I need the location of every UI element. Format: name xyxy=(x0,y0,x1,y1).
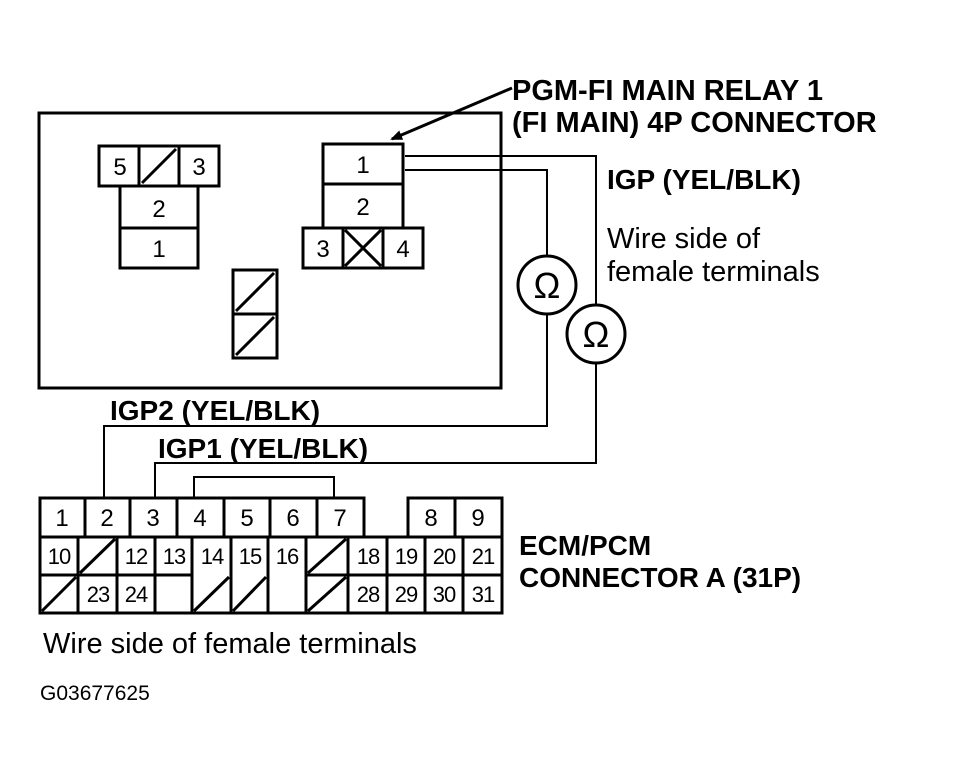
ecm-pin: 2 xyxy=(100,505,113,532)
relay-wire-side-line2: female terminals xyxy=(607,256,820,288)
ecm-pins-row3: 23 24 28 29 30 31 xyxy=(87,582,496,607)
ecm-pin: 13 xyxy=(163,544,186,569)
callout-arrow xyxy=(390,86,513,141)
ecm-pin: 21 xyxy=(472,544,495,569)
ecm-label-line2: CONNECTOR A (31P) xyxy=(519,562,801,593)
figure-code: G03677625 xyxy=(40,682,150,705)
left-connector-pin-1: 1 xyxy=(152,236,165,263)
relay-callout-line2: (FI MAIN) 4P CONNECTOR xyxy=(512,107,877,139)
igp1-label: IGP1 (YEL/BLK) xyxy=(158,433,368,464)
empty-connector xyxy=(231,268,279,360)
left-connector-pin-5: 5 xyxy=(113,154,126,181)
relay-box-outline xyxy=(37,111,503,390)
wires xyxy=(103,155,597,498)
igp-label: IGP (YEL/BLK) xyxy=(607,164,801,195)
ecm-pin: 4 xyxy=(193,505,206,532)
ecm-pins-row1: 1 2 3 4 5 6 7 8 9 xyxy=(55,505,484,532)
ecm-pin: 20 xyxy=(433,544,456,569)
ecm-pin: 15 xyxy=(239,544,262,569)
ecm-pin: 10 xyxy=(48,544,71,569)
left-connector-pin-2: 2 xyxy=(152,196,165,223)
ecm-connector-outline xyxy=(38,496,504,615)
ecm-label-line1: ECM/PCM xyxy=(519,530,651,561)
left-connector-pin-3: 3 xyxy=(192,154,205,181)
ecm-pin: 12 xyxy=(125,544,148,569)
ecm-pin: 29 xyxy=(395,582,418,607)
main-relay-pin-4: 4 xyxy=(396,236,409,263)
ecm-pin: 18 xyxy=(357,544,380,569)
ecm-pin: 30 xyxy=(433,582,456,607)
ecm-pin: 5 xyxy=(240,505,253,532)
ecm-pin: 9 xyxy=(471,505,484,532)
ecm-pin: 31 xyxy=(472,582,495,607)
ohm-symbol-icon: Ω xyxy=(583,314,610,355)
ecm-pin: 14 xyxy=(201,544,224,569)
ecm-pin: 3 xyxy=(146,505,159,532)
ecm-pin: 24 xyxy=(125,582,148,607)
ecm-wire-side-label: Wire side of female terminals xyxy=(43,628,417,660)
main-relay-pin-1: 1 xyxy=(356,152,369,179)
main-relay-pin-2: 2 xyxy=(356,194,369,221)
igp2-wire xyxy=(405,169,548,256)
ecm-pin: 19 xyxy=(395,544,418,569)
ohmmeter-igp1: Ω xyxy=(565,303,627,365)
ecm-pin: 16 xyxy=(276,544,299,569)
ohmmeter-igp2: Ω xyxy=(516,254,578,316)
relay-callout-line1: PGM-FI MAIN RELAY 1 xyxy=(512,75,823,107)
igp1-wire xyxy=(405,155,597,306)
ecm-pin: 7 xyxy=(333,505,346,532)
relay-wire-side-line1: Wire side of xyxy=(607,223,761,255)
main-relay-connector xyxy=(301,142,425,270)
ecm-pin: 1 xyxy=(55,505,68,532)
left-connector xyxy=(97,144,221,270)
ecm-pin: 8 xyxy=(424,505,437,532)
ecm-pins-row2: 10 12 13 14 15 16 18 19 20 21 xyxy=(48,544,496,569)
igp2-label: IGP2 (YEL/BLK) xyxy=(110,395,320,426)
ohm-symbol-icon: Ω xyxy=(534,265,561,306)
empty-cavity-slash xyxy=(140,147,178,185)
ecm-pin: 23 xyxy=(87,582,110,607)
ecm-pin: 6 xyxy=(286,505,299,532)
jumper-4-7 xyxy=(193,476,335,498)
ecm-pin: 28 xyxy=(357,582,380,607)
main-relay-pin-3: 3 xyxy=(316,236,329,263)
